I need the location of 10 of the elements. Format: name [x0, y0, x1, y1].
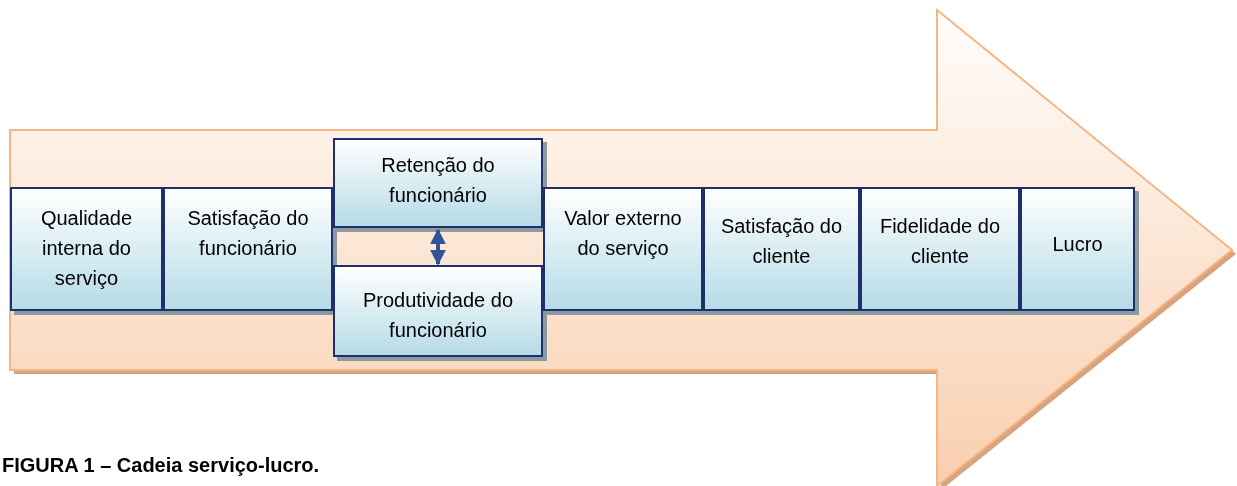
- double-arrow: [430, 228, 446, 266]
- node-label: Satisfação do funcionário: [186, 206, 310, 261]
- node-label: Valor externo do serviço: [563, 206, 683, 261]
- node-label: Lucro: [1052, 232, 1103, 257]
- node-label: Satisfação do cliente: [719, 214, 844, 269]
- node-label: Produtividade do funcionário: [361, 288, 515, 343]
- node-label: Retenção do funcionário: [380, 153, 496, 208]
- figure-caption: FIGURA 1 – Cadeia serviço-lucro.: [2, 453, 320, 478]
- node-label: Qualidade interna do serviço: [39, 206, 134, 291]
- node-label: Fidelidade do cliente: [878, 214, 1002, 269]
